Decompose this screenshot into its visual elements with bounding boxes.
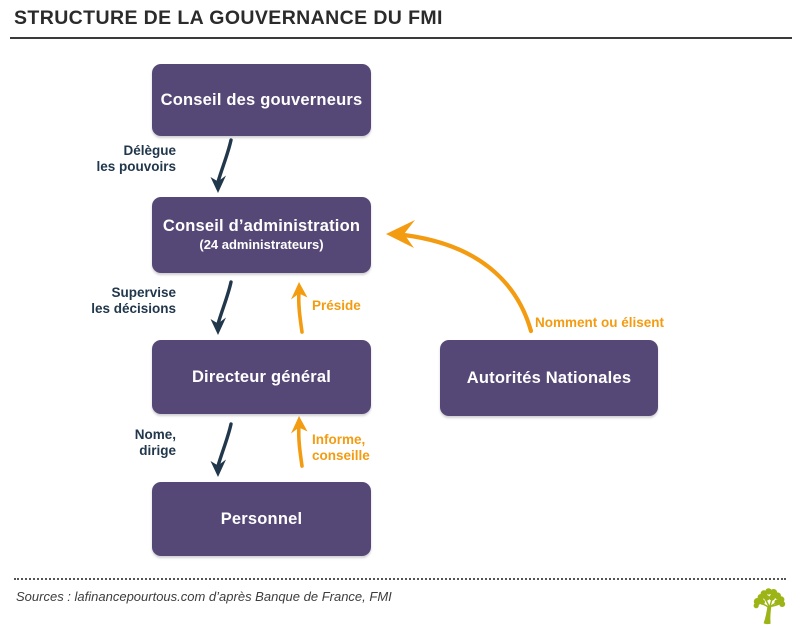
node-title: Conseil des gouverneurs — [160, 90, 363, 109]
edge-label-line1: Nomment ou élisent — [535, 315, 665, 330]
edge-label-informe: Informe, conseille — [312, 432, 370, 464]
edge-label-preside: Préside — [312, 298, 361, 314]
arrow-preside — [291, 282, 308, 334]
arrow-informe — [291, 416, 308, 468]
node-title: Conseil d’administration — [162, 217, 361, 236]
footer-divider — [14, 578, 786, 580]
edge-label-line1: Supervise — [111, 285, 176, 300]
node-personnel[interactable]: Personnel — [152, 482, 371, 556]
governance-diagram: Conseil des gouverneurs Conseil d’admini… — [0, 42, 800, 570]
edge-label-line1: Préside — [312, 298, 361, 313]
edge-label-line1: Nome, — [134, 427, 176, 442]
source-caption: Sources : lafinancepourtous.com d’après … — [16, 589, 392, 604]
edge-label-line2: les décisions — [91, 300, 176, 316]
node-directeur-general[interactable]: Directeur général — [152, 340, 371, 414]
tree-logo-icon — [753, 588, 786, 625]
arrow-nome — [210, 422, 233, 477]
edge-label-nome: Nome, dirige — [66, 427, 176, 459]
node-conseil-des-gouverneurs[interactable]: Conseil des gouverneurs — [152, 64, 371, 136]
edge-label-delegue: Délègue les pouvoirs — [56, 143, 176, 175]
header-divider — [10, 37, 792, 39]
edge-label-line1: Informe, — [312, 432, 366, 447]
edge-label-line2: les pouvoirs — [96, 158, 176, 174]
node-conseil-d-administration[interactable]: Conseil d’administration (24 administrat… — [152, 197, 371, 273]
edge-label-line1: Délègue — [123, 143, 176, 158]
page-title: STRUCTURE DE LA GOUVERNANCE DU FMI — [14, 7, 443, 29]
edge-label-line2: dirige — [139, 442, 176, 458]
arrow-delegue — [210, 138, 233, 193]
arrow-supervise — [210, 280, 233, 335]
edge-label-nomment: Nomment ou élisent — [535, 315, 664, 331]
edge-label-line2: conseille — [312, 447, 370, 463]
node-title: Autorités Nationales — [466, 368, 632, 387]
node-autorites-nationales[interactable]: Autorités Nationales — [440, 340, 658, 416]
arrow-nomment — [386, 220, 534, 334]
node-title: Directeur général — [191, 367, 332, 386]
node-subtitle: (24 administrateurs) — [199, 237, 324, 253]
node-title: Personnel — [220, 509, 303, 528]
edge-label-supervise: Supervise les décisions — [46, 285, 176, 317]
